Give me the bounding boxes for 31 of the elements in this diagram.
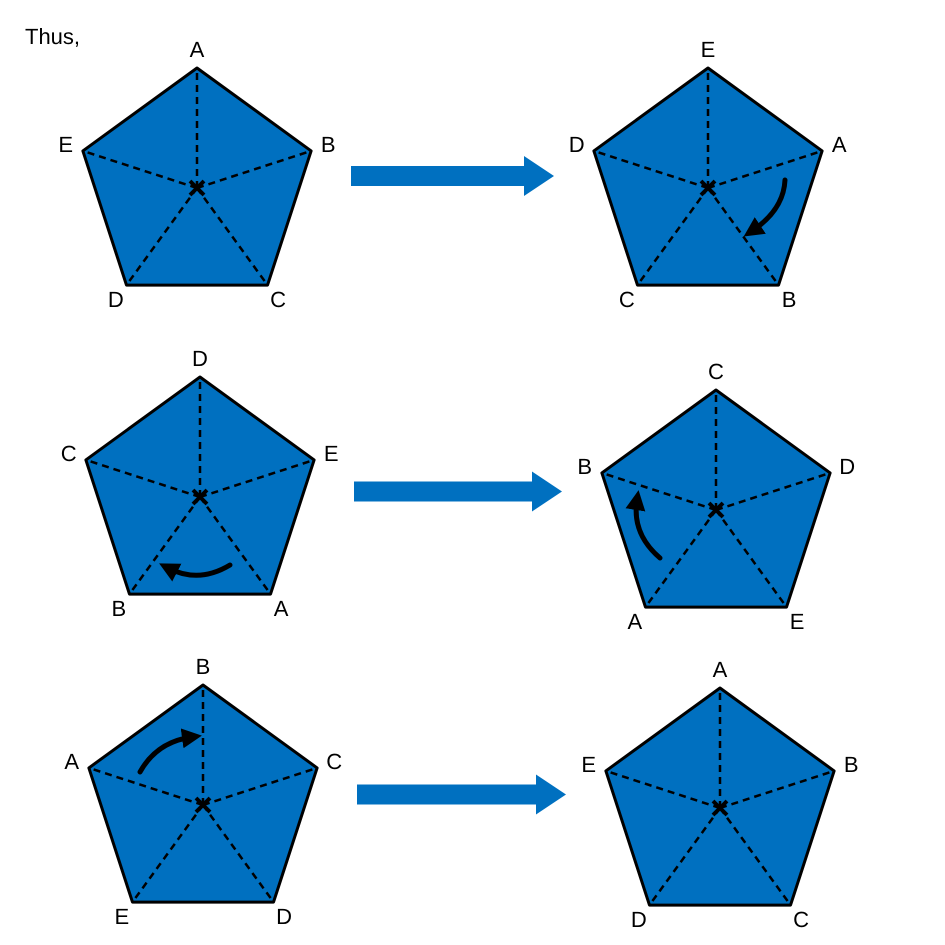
vertex-label: C xyxy=(326,751,342,774)
vertex-label: D xyxy=(839,456,856,478)
vertex-label: E xyxy=(324,443,339,466)
vertex-label: D xyxy=(192,348,208,370)
vertex-label: E xyxy=(114,906,130,928)
vertex-label: C xyxy=(270,288,286,311)
vertex-label: C xyxy=(708,361,724,383)
vertex-label: E xyxy=(790,610,804,633)
vertex-label: A xyxy=(64,751,80,774)
note-text: Thus, xyxy=(25,24,80,50)
vertex-label: D xyxy=(630,908,647,931)
vertex-label: A xyxy=(190,39,204,61)
vertex-label: D xyxy=(276,906,292,928)
vertex-label: C xyxy=(793,908,810,931)
vertex-label: E xyxy=(58,134,74,156)
vertex-label: B xyxy=(577,456,592,478)
vertex-label: D xyxy=(108,288,124,311)
vertex-label: A xyxy=(832,134,847,156)
vertex-label: E xyxy=(700,39,716,61)
vertex-label: A xyxy=(274,598,288,620)
vertex-label: B xyxy=(112,598,126,620)
vertex-label: D xyxy=(568,134,585,156)
vertex-label: A xyxy=(712,659,728,681)
vertex-label: A xyxy=(628,610,642,633)
vertex-label: B xyxy=(782,288,796,311)
vertex-label: B xyxy=(196,656,210,678)
vertex-label: B xyxy=(320,134,336,156)
vertex-label: E xyxy=(581,754,596,776)
vertex-label: C xyxy=(618,288,635,311)
vertex-label: C xyxy=(60,443,77,466)
vertex-label: B xyxy=(844,754,859,776)
